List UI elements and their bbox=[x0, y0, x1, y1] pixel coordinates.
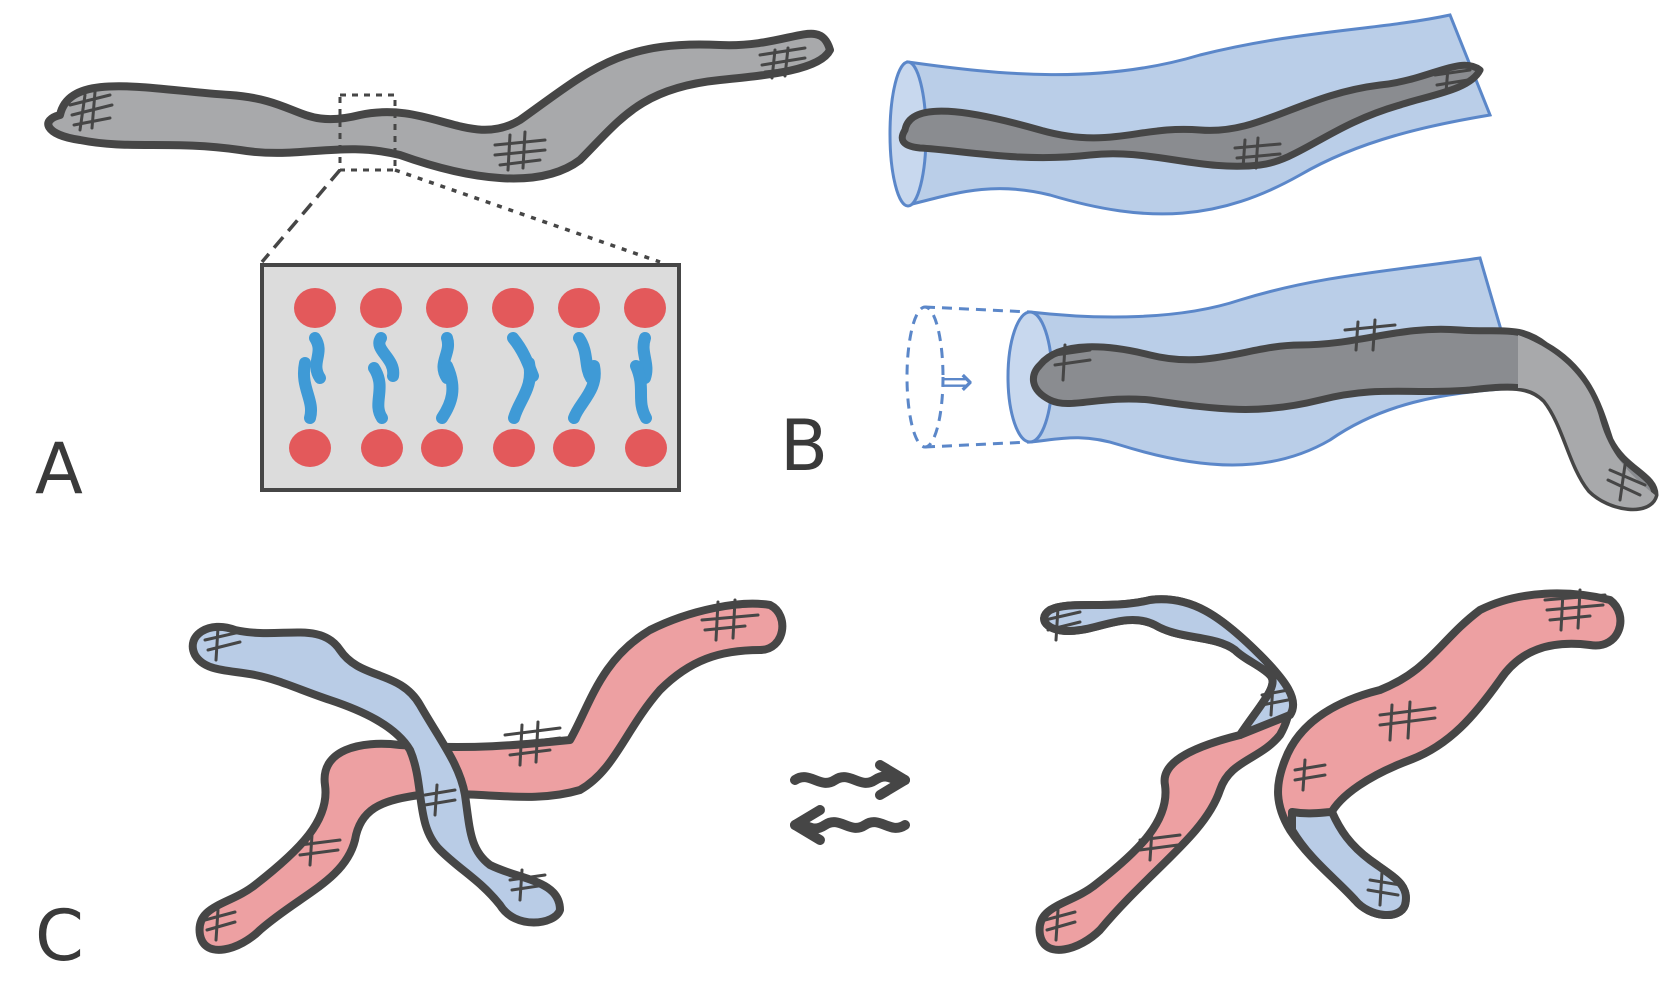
strand-hatch bbox=[1043, 588, 1607, 942]
lipid-top bbox=[624, 288, 666, 384]
panel-c: C bbox=[35, 588, 1625, 977]
panel-label-c: C bbox=[35, 895, 84, 977]
zoom-indicator bbox=[260, 93, 661, 264]
lipid-head bbox=[289, 429, 331, 467]
lipid-head bbox=[421, 429, 463, 467]
crossing-strands-left bbox=[188, 598, 787, 954]
lipid-head bbox=[553, 429, 595, 467]
lipid-head bbox=[360, 288, 402, 328]
lipid-bottom bbox=[553, 360, 601, 467]
lipid-bottom bbox=[421, 360, 463, 467]
tube-end-hatch bbox=[1053, 318, 1647, 502]
lipid-head bbox=[361, 429, 403, 467]
reversible-wavy-arrows-icon bbox=[790, 760, 910, 845]
lipid-head bbox=[624, 288, 666, 328]
sliding-tube-bottom: ⇒ bbox=[905, 256, 1659, 512]
lipid-tail bbox=[568, 360, 601, 424]
strand-hatch bbox=[203, 598, 762, 942]
lipid-tail bbox=[630, 360, 652, 424]
lipid-bottom bbox=[625, 360, 667, 467]
enclosing-tube-top bbox=[888, 13, 1493, 216]
lipid-top bbox=[294, 288, 336, 384]
lipid-tail bbox=[508, 357, 536, 424]
recombined-strands-right bbox=[1035, 588, 1625, 954]
lipid-bottom bbox=[361, 362, 403, 467]
tube-end-hatch bbox=[68, 46, 807, 172]
lipid-head bbox=[492, 288, 534, 328]
lipid-tail bbox=[309, 332, 326, 384]
lipid-tail bbox=[297, 357, 318, 424]
panel-label-b: B bbox=[780, 405, 828, 487]
panel-a: A bbox=[35, 29, 834, 510]
lipid-bottom bbox=[289, 357, 331, 467]
panel-b: ⇒ B bbox=[780, 13, 1659, 512]
lipid-tail bbox=[373, 332, 400, 382]
membrane-tube-a bbox=[44, 29, 834, 183]
lipid-top bbox=[360, 288, 402, 382]
membrane-inset bbox=[260, 263, 681, 492]
lipid-head bbox=[294, 288, 336, 328]
panel-label-a: A bbox=[35, 428, 83, 510]
lipid-tail bbox=[368, 362, 388, 424]
lipid-tail bbox=[637, 332, 653, 384]
lipid-bilayer bbox=[289, 288, 667, 467]
lipid-head bbox=[558, 288, 600, 328]
lipid-tail bbox=[436, 360, 459, 424]
double-right-arrow-icon: ⇒ bbox=[940, 359, 974, 405]
tube-end-hatch bbox=[1233, 66, 1472, 170]
lipid-head bbox=[493, 429, 535, 467]
lipid-bottom bbox=[493, 357, 536, 467]
lipid-head bbox=[625, 429, 667, 467]
lipid-head bbox=[426, 288, 468, 328]
